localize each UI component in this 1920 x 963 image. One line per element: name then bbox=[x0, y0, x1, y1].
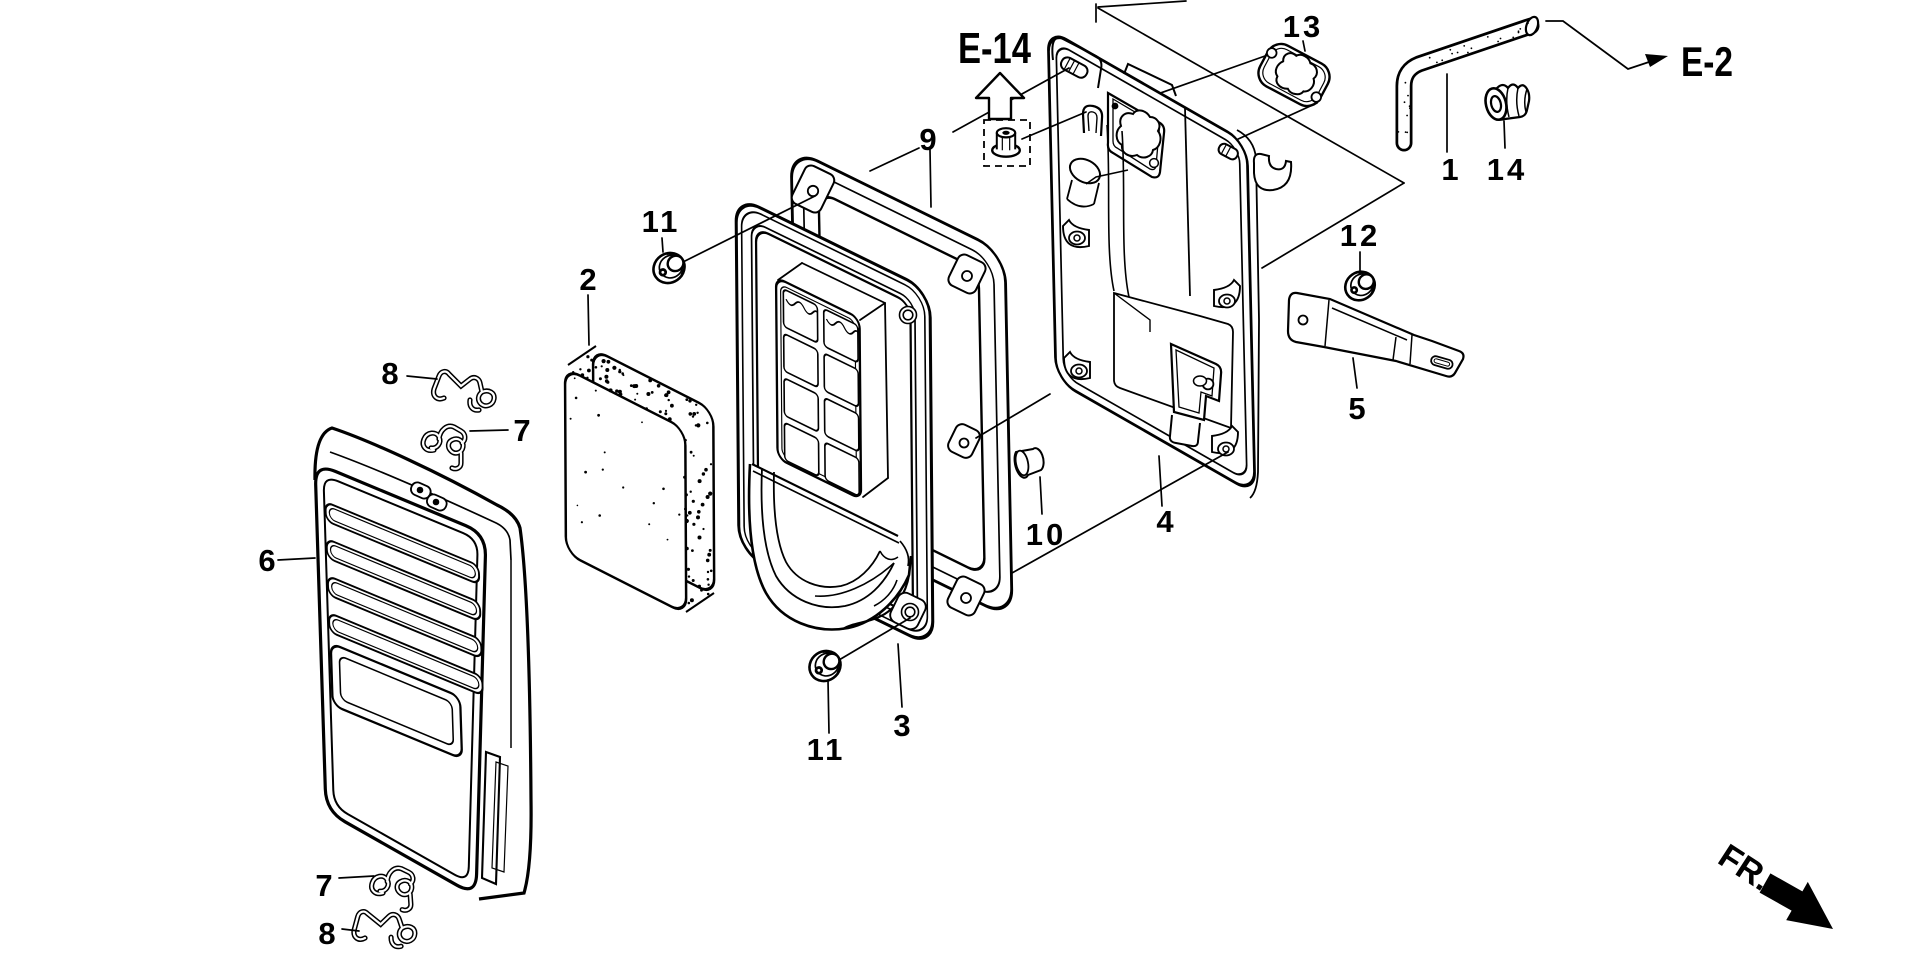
svg-text:14: 14 bbox=[1487, 152, 1527, 187]
svg-text:6: 6 bbox=[258, 543, 275, 578]
svg-text:7: 7 bbox=[315, 868, 332, 903]
svg-text:8: 8 bbox=[381, 356, 398, 391]
svg-text:9: 9 bbox=[919, 122, 936, 157]
svg-text:13: 13 bbox=[1283, 9, 1323, 44]
svg-text:11: 11 bbox=[642, 204, 681, 239]
svg-text:4: 4 bbox=[1156, 504, 1174, 539]
svg-text:E-14: E-14 bbox=[958, 24, 1031, 73]
svg-text:8: 8 bbox=[318, 916, 335, 951]
svg-text:1: 1 bbox=[1441, 152, 1458, 187]
svg-text:11: 11 bbox=[807, 732, 846, 767]
svg-text:E-2: E-2 bbox=[1681, 38, 1733, 85]
svg-text:10: 10 bbox=[1026, 517, 1066, 552]
svg-text:3: 3 bbox=[893, 708, 910, 743]
svg-text:5: 5 bbox=[1348, 391, 1365, 426]
svg-text:12: 12 bbox=[1340, 218, 1380, 253]
svg-text:7: 7 bbox=[513, 413, 530, 448]
svg-text:2: 2 bbox=[579, 262, 596, 297]
